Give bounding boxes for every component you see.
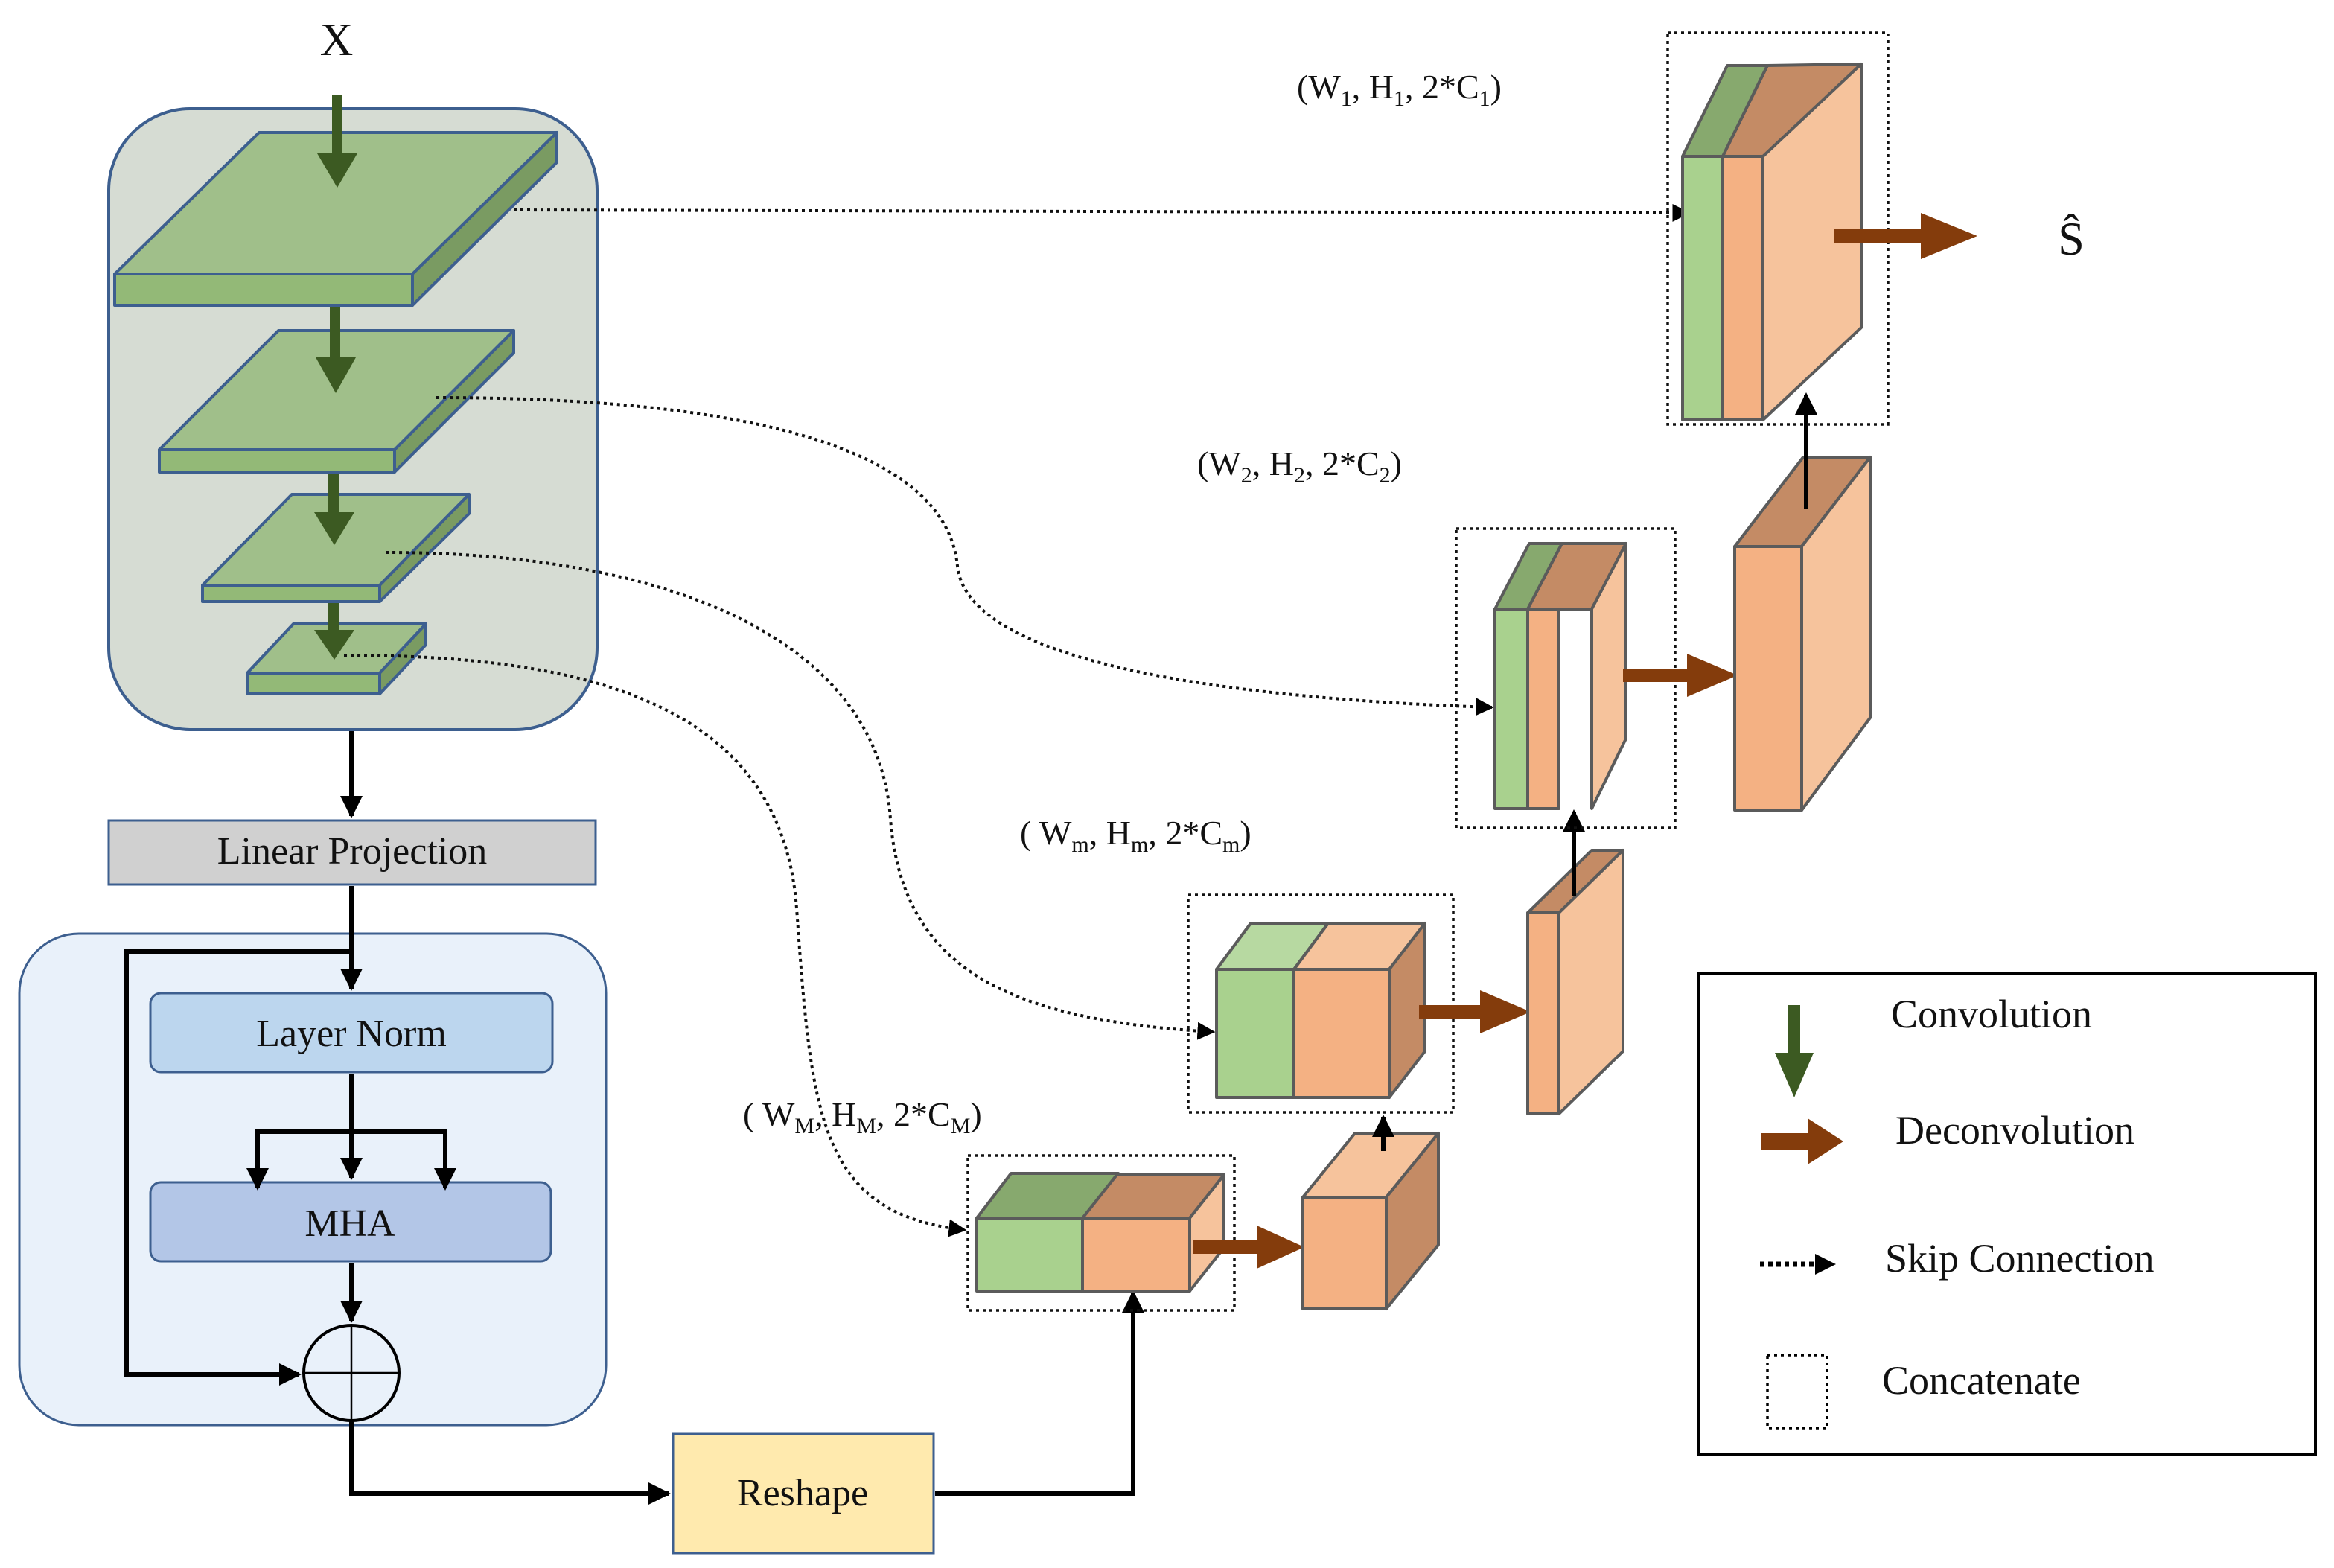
skip-connection-3 (385, 551, 1216, 1040)
dimension-label-level-m: ( Wm, Hm, 2*Cm) (1020, 814, 1252, 857)
concat-block-2 (1455, 527, 1677, 829)
dimension-label-level1: (W1, H1, 2*C1) (1297, 68, 1502, 111)
legend-item-convolution: Convolution (1775, 992, 2092, 1097)
upsampled-feature-slab (1721, 63, 1863, 421)
linear-projection-label: Linear Projection (217, 830, 487, 873)
concat-block-M (966, 1154, 1236, 1312)
legend: Convolution Deconvolution Skip Connectio… (1697, 972, 2317, 1456)
plate-front (113, 273, 414, 307)
layer-norm-box: Layer Norm (149, 992, 554, 1074)
dotted-arrow-icon (1760, 1254, 1836, 1275)
cnn-encoder (107, 95, 599, 731)
mha-label: MHA (304, 1202, 395, 1245)
decoder-feature-slab-m (1526, 849, 1624, 1115)
deconv-arrow-icon (1834, 213, 1977, 259)
transformer-block: Layer Norm MHA (18, 932, 608, 1427)
reshape-label: Reshape (737, 1472, 868, 1514)
dotted-square-icon (1766, 1354, 1828, 1430)
upsampled-feature-cube (1081, 1173, 1225, 1293)
mha-box: MHA (149, 1181, 552, 1263)
convolution-arrows (314, 95, 357, 660)
plate-front (158, 448, 396, 474)
layer-norm-label: Layer Norm (256, 1013, 447, 1055)
linear-projection-box: Linear Projection (107, 819, 597, 886)
conv-arrow-icon (314, 603, 354, 660)
concat-block-m (1187, 893, 1455, 1114)
legend-label: Deconvolution (1895, 1108, 2134, 1153)
encoder-feature-map-1 (113, 131, 558, 307)
skip-feature-slab (1493, 542, 1563, 810)
skip-feature-slab (1681, 64, 1769, 421)
concat-block-1 (1666, 31, 1890, 426)
skip-feature-cube (975, 1172, 1120, 1293)
deconv-arrow-icon (1623, 654, 1738, 697)
dimension-label-level2: (W2, H2, 2*C2) (1197, 444, 1402, 488)
legend-item-concatenate: Concatenate (1766, 1354, 2081, 1430)
convolution-arrow-icon (1775, 1005, 1814, 1097)
legend-item-skip-connection: Skip Connection (1760, 1236, 2155, 1281)
plate-front (201, 584, 381, 603)
legend-label: Concatenate (1882, 1358, 2081, 1403)
residual-add-icon (302, 1324, 401, 1422)
upsampled-feature-slab (1526, 542, 1627, 810)
conv-arrow-icon (314, 474, 354, 545)
plate-front (246, 672, 381, 695)
skip-connection-2 (436, 396, 1494, 716)
input-label: X (320, 15, 354, 66)
conv-arrow-icon (316, 307, 356, 393)
deconvolution-arrow-icon (1761, 1118, 1843, 1164)
skip-connection-1 (513, 203, 1691, 222)
skip-connection-4 (343, 654, 967, 1237)
deconv-arrow-icon (1193, 1226, 1304, 1269)
concatenate-box (1666, 31, 1890, 426)
legend-label: Skip Connection (1885, 1236, 2155, 1281)
concatenate-box (966, 1154, 1236, 1312)
decoder-feature-slab-2 (1733, 456, 1872, 812)
skip-connections (343, 203, 1691, 1237)
legend-label: Convolution (1891, 992, 2092, 1036)
upsampled-feature-cube (1292, 922, 1426, 1099)
legend-item-deconvolution: Deconvolution (1761, 1108, 2134, 1164)
conv-arrow-icon (317, 95, 357, 188)
deconv-arrow-icon (1419, 990, 1531, 1033)
decoder-feature-cube-M (1301, 1132, 1440, 1310)
dimension-label-level-M: ( WM, HM, 2*CM) (743, 1095, 982, 1138)
encoder-feature-map-4 (246, 622, 427, 695)
reshape-box: Reshape (672, 1432, 935, 1555)
transformer-arrows (124, 886, 1144, 1505)
output-label: Ŝ (2058, 212, 2085, 265)
